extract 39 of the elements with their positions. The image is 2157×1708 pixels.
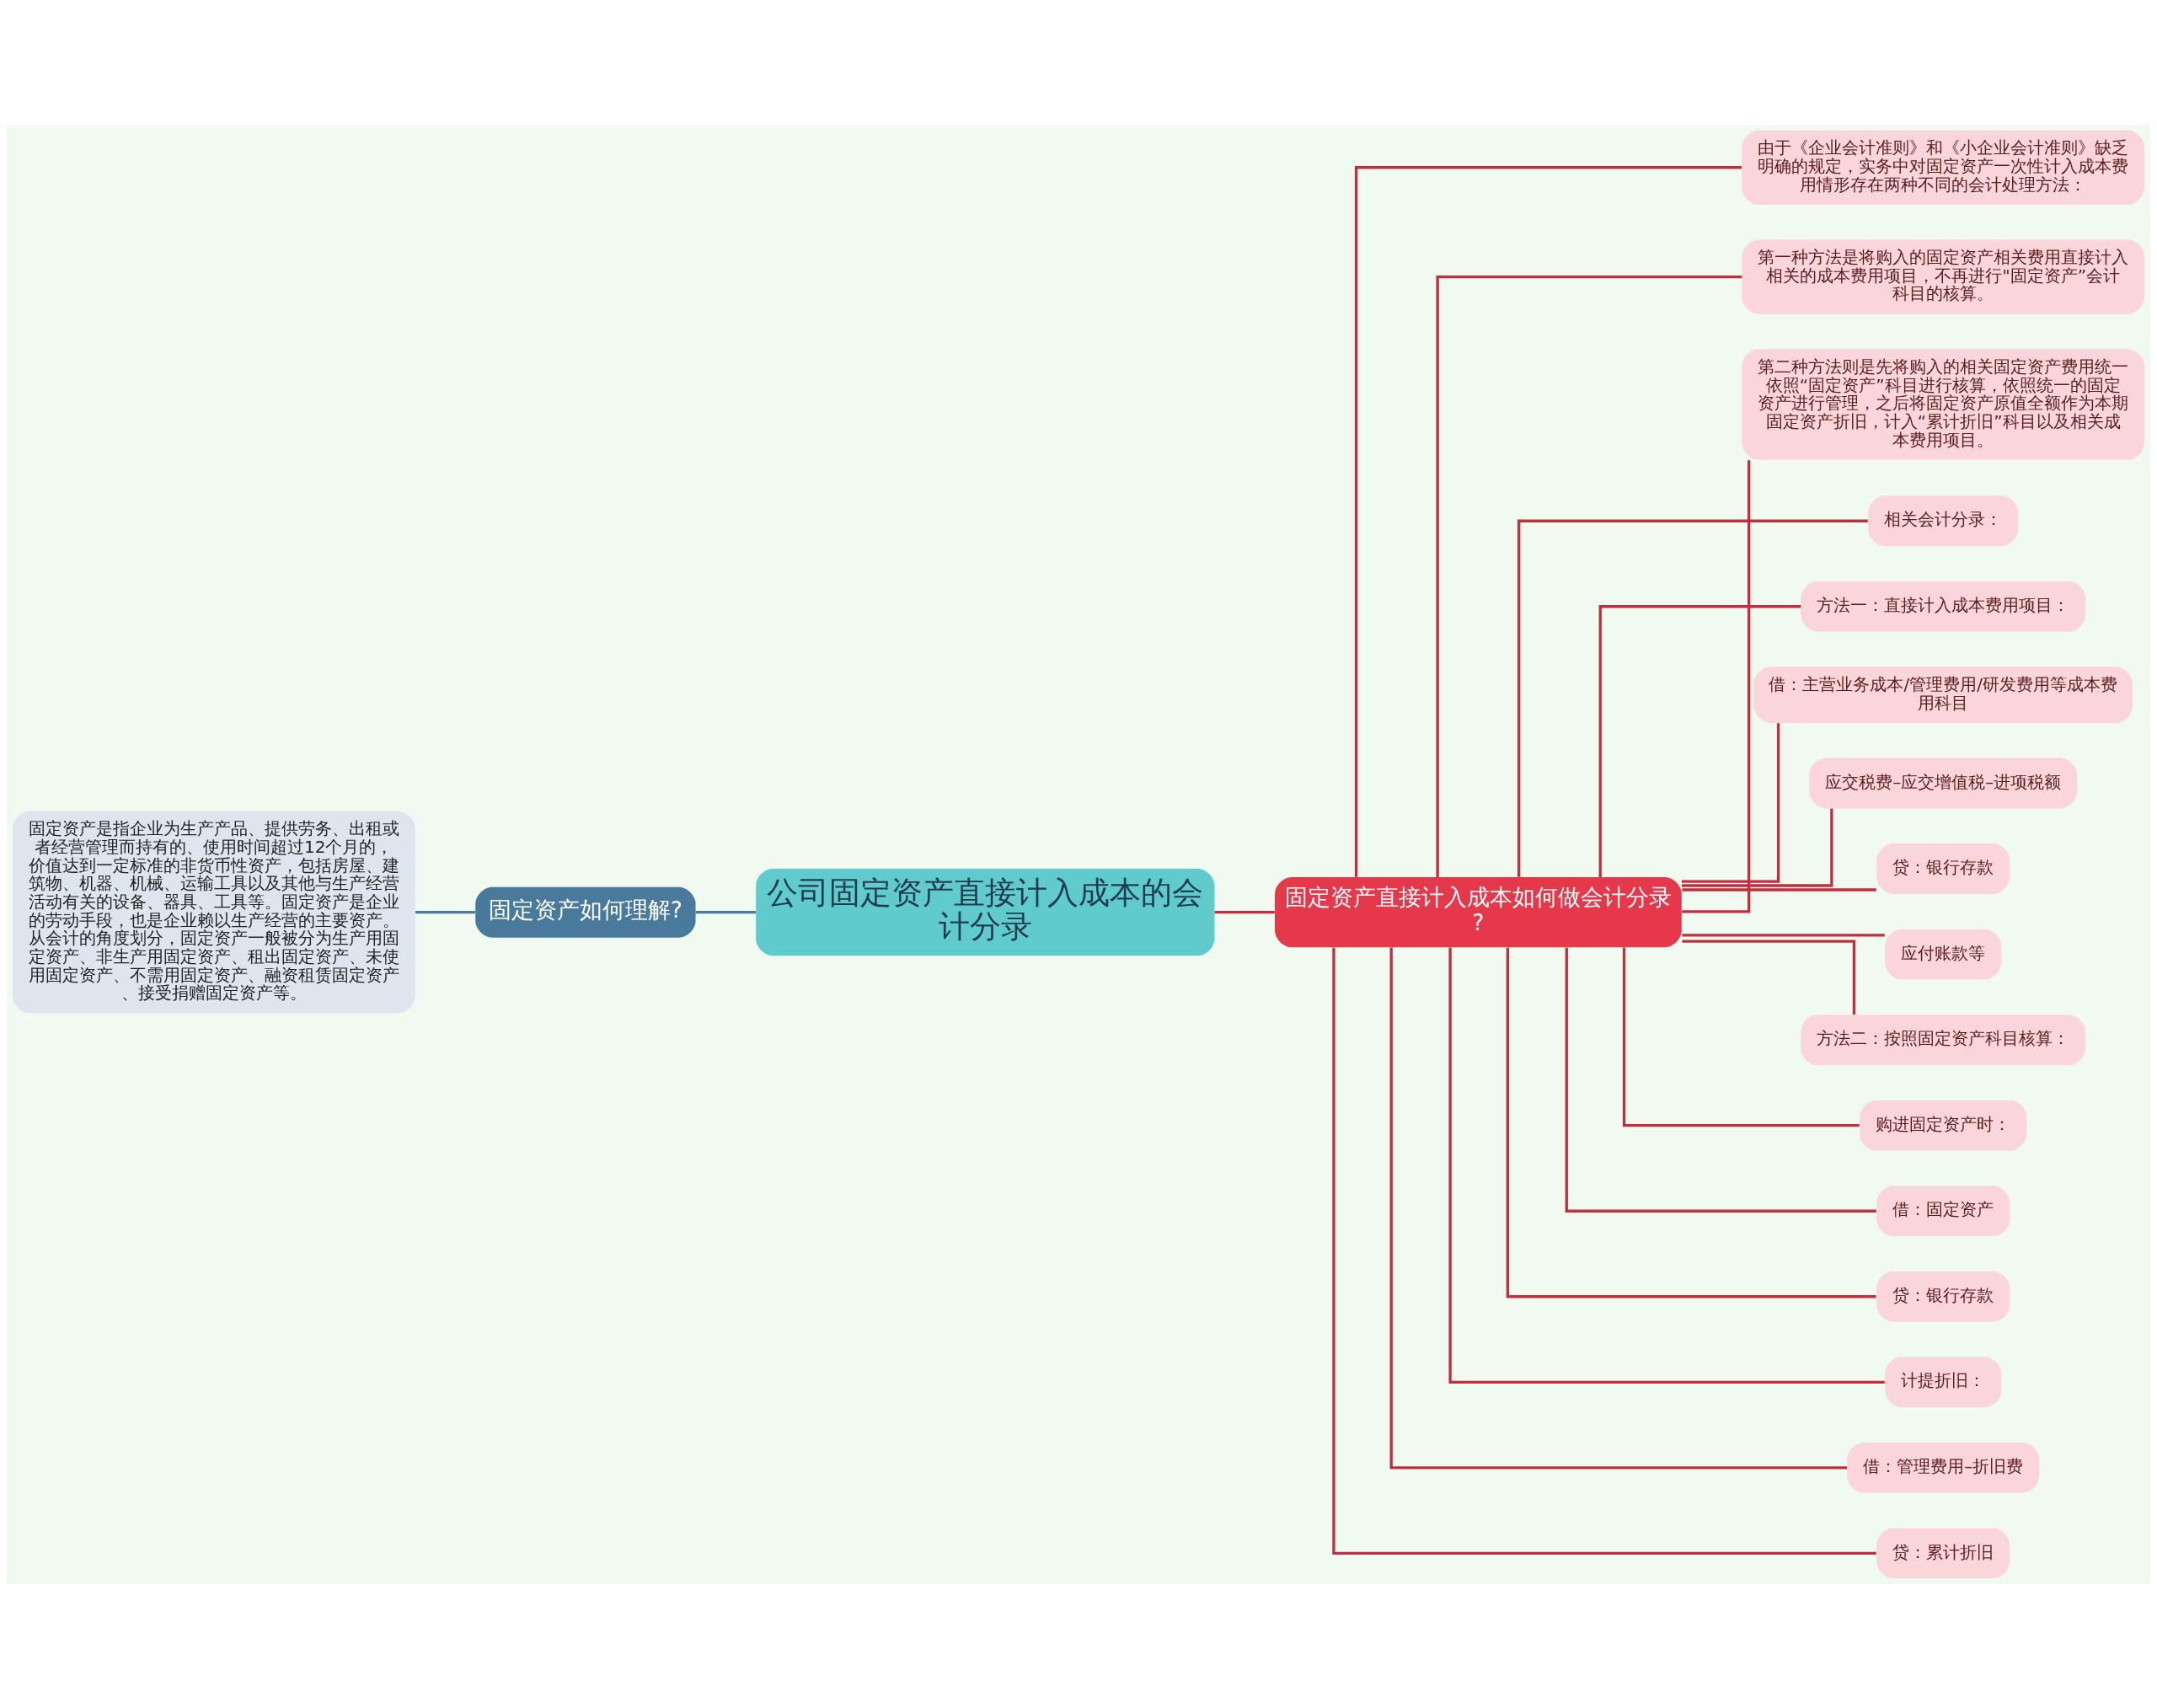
connector <box>1682 459 1751 913</box>
connector <box>1682 939 1856 1015</box>
connector <box>1354 165 1742 877</box>
node-box: 贷：累计折旧 <box>1876 1527 2010 1578</box>
node-box: 公司固定资产直接计入成本的会计分录 <box>756 868 1215 956</box>
node-box: 借：管理费用–折旧费 <box>1847 1442 2040 1493</box>
connector <box>1681 722 1780 883</box>
connector <box>1682 808 1833 887</box>
node-box: 固定资产如何理解? <box>475 886 696 938</box>
connector <box>1448 947 1885 1384</box>
connector <box>695 910 756 913</box>
node-box: 贷：银行存款 <box>1876 843 2010 894</box>
connector <box>1389 946 1848 1469</box>
node-box: 计提折旧： <box>1885 1356 2002 1407</box>
node-box: 购进固定资产时： <box>1860 1100 2027 1151</box>
node-box: 借：主营业务成本/管理费用/研发费用等成本费用科目 <box>1753 666 2133 723</box>
connector <box>1436 275 1742 877</box>
node-box: 应交税费–应交增值税–进项税额 <box>1809 758 2078 808</box>
node-box: 固定资产直接计入成本如何做会计分录? <box>1275 876 1682 947</box>
node-box: 固定资产是指企业为生产产品、提供劳务、出租或者经营管理而持有的、使用时间超过12个月的，价值达到一定标准的非货币性资产，包括房屋、建筑物、机器、机械、运输工具以及其他与生产经营活动有关的设备、器具、工具等。固定资产是企业的劳动手段，也是企业赖以生产经营的主要资产。从会计的角度划分，固定资产一般被分为生产用固定资产、非生产用固定资产、租出固定资产、未使用固定资产、不需用固定资产、融资租赁固定资产、接受捐赠固定资产等。 <box>12 811 415 1013</box>
node-box: 由于《企业会计准则》和《小企业会计准则》缺乏明确的规定，实务中对固定资产一次性计入成本费用情形存在两种不同的会计处理方法： <box>1742 130 2145 205</box>
node-box: 借：固定资产 <box>1876 1185 2010 1236</box>
connector <box>1517 519 1868 877</box>
connector <box>1622 946 1860 1127</box>
node-box: 方法一：直接计入成本费用项目： <box>1801 581 2086 632</box>
connector <box>415 910 475 913</box>
node-box: 应付账款等 <box>1885 929 2002 980</box>
connector <box>1332 947 1876 1555</box>
connector <box>1565 947 1876 1213</box>
connector <box>1598 604 1801 877</box>
connector <box>1506 947 1876 1298</box>
connector <box>1682 933 1885 936</box>
connector <box>1214 910 1275 913</box>
node-box: 第一种方法是将购入的固定资产相关费用直接计入相关的成本费用项目，不再进行"固定资产”会计科目的核算。 <box>1742 239 2145 314</box>
node-box: 相关会计分录： <box>1868 495 2019 546</box>
node-box: 第二种方法则是先将购入的相关固定资产费用统一依照“固定资产”科目进行核算，依照统一的固定资产进行管理，之后将固定资产原值全额作为本期固定资产折旧，计入“累计折旧”科目以及相关成本费用项目。 <box>1742 348 2145 460</box>
connector <box>1682 887 1876 891</box>
node-box: 方法二：按照固定资产科目核算： <box>1801 1014 2086 1065</box>
node-box: 贷：银行存款 <box>1876 1271 2010 1322</box>
